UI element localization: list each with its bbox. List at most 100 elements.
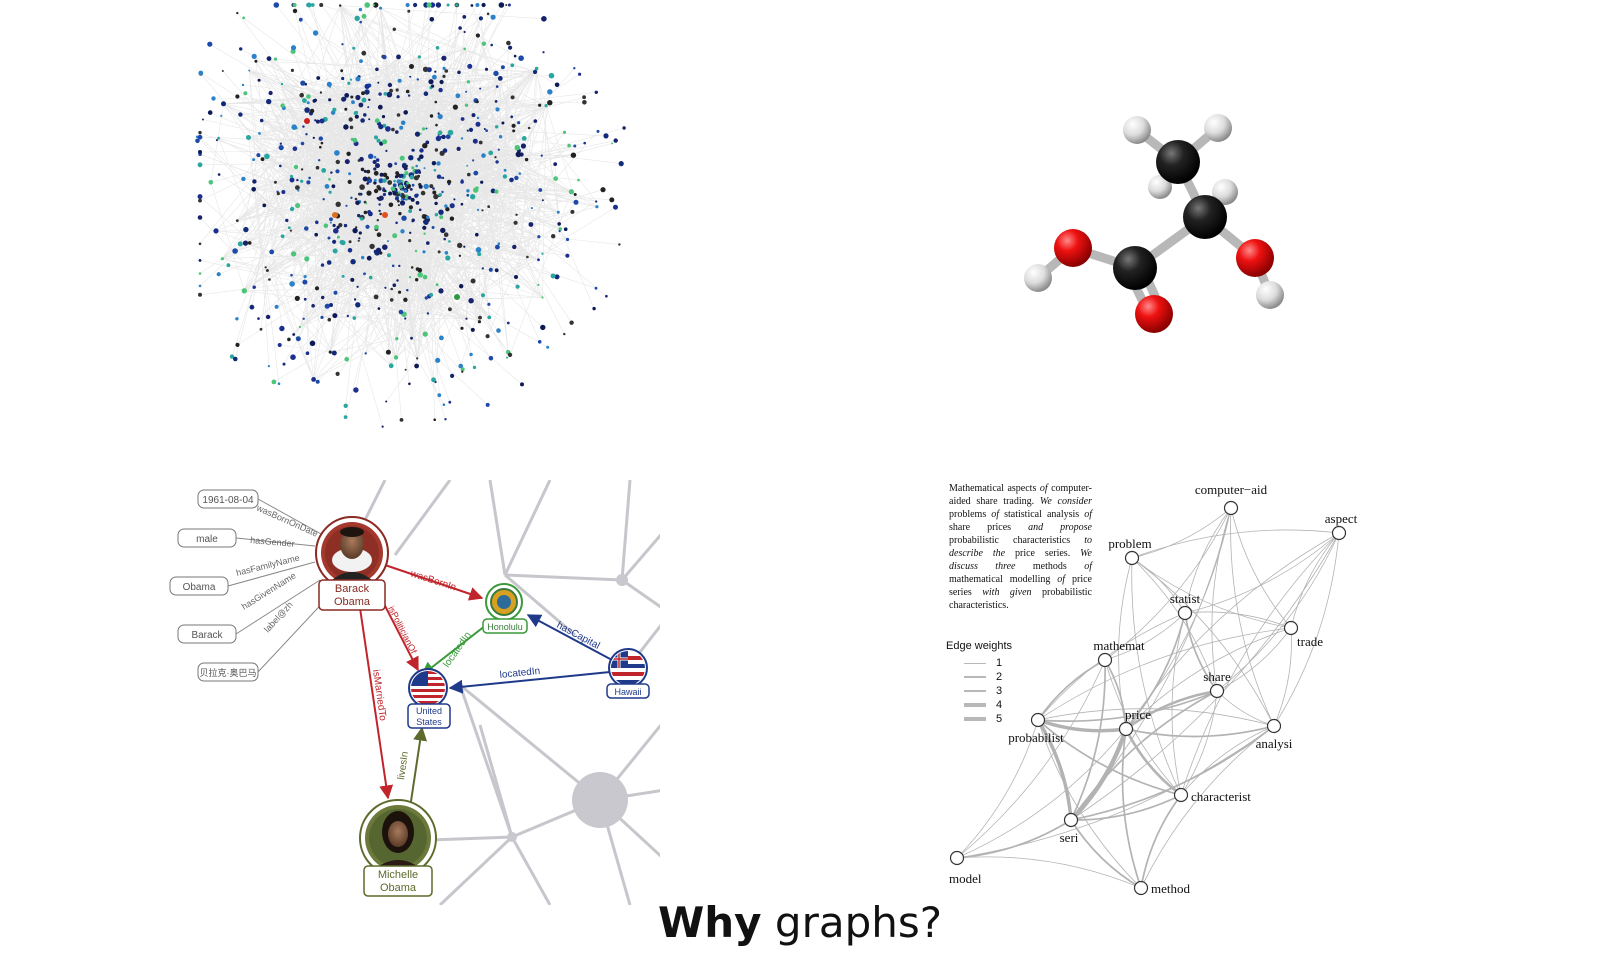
network-node: [415, 267, 420, 271]
network-node: [400, 229, 405, 234]
network-node: [304, 256, 310, 262]
network-node: [541, 252, 544, 255]
network-node: [198, 70, 204, 76]
network-node: [600, 187, 606, 193]
network-node: [409, 231, 412, 234]
svg-text:hasGender: hasGender: [250, 535, 295, 549]
network-node: [273, 180, 277, 184]
network-node: [297, 189, 300, 192]
word-node: [1331, 525, 1347, 541]
network-node: [434, 148, 439, 152]
literal-chinese-label: 贝拉克·奥巴马: [197, 662, 259, 682]
network-node: [450, 373, 455, 378]
network-node: [366, 255, 372, 261]
network-node: [361, 50, 367, 56]
network-node: [379, 172, 384, 177]
network-node: [595, 205, 599, 209]
network-node: [475, 121, 481, 127]
network-node: [258, 132, 261, 135]
edge-was-born-in: [384, 564, 484, 601]
network-node: [432, 190, 437, 195]
network-node: [444, 204, 448, 208]
word-graph-nodes: computer−aidaspectproblemstatisttrademat…: [949, 482, 1358, 896]
network-node: [414, 131, 421, 137]
network-node: [233, 356, 238, 362]
word-graph-edge: [1140, 794, 1182, 889]
network-node: [289, 206, 295, 212]
abstract-run: methods: [1015, 561, 1085, 572]
network-node: [332, 107, 337, 112]
network-node: [497, 76, 503, 81]
network-node: [311, 377, 316, 382]
network-node: [537, 340, 542, 344]
text-graph: Mathematical aspects of computer-aided s…: [935, 470, 1380, 900]
network-node: [373, 170, 379, 176]
network-node: [259, 118, 264, 123]
network-node: [372, 3, 375, 7]
word-graph-edge: [1037, 659, 1106, 721]
network-node: [252, 285, 256, 289]
network-node: [532, 69, 538, 75]
network-node: [348, 117, 353, 122]
network-node: [235, 317, 239, 321]
network-node: [241, 83, 245, 87]
network-node: [547, 100, 553, 106]
network-node: [403, 110, 408, 115]
word-node-label: computer−aid: [1195, 482, 1268, 497]
network-node: [215, 139, 218, 142]
word-node: [1283, 620, 1299, 636]
background-node: [616, 574, 628, 586]
network-node: [437, 132, 440, 135]
network-node: [442, 74, 446, 78]
word-graph-edge: [1125, 725, 1275, 738]
network-node: [530, 207, 533, 210]
network-node: [403, 297, 408, 302]
network-node: [306, 180, 311, 185]
network-node: [548, 72, 555, 79]
network-node: [410, 336, 413, 340]
network-node: [431, 84, 435, 88]
network-node: [422, 274, 428, 280]
network-node: [326, 260, 332, 265]
network-node: [510, 95, 515, 100]
network-node: [396, 179, 402, 184]
network-node: [513, 54, 517, 58]
network-node: [198, 259, 202, 262]
network-node: [422, 66, 429, 73]
network-node: [472, 365, 477, 370]
network-node: [481, 209, 484, 212]
entity-united-states: United States: [407, 668, 451, 729]
network-node: [423, 91, 429, 96]
network-node: [520, 143, 526, 149]
network-node: [319, 145, 322, 149]
network-node: [404, 317, 407, 320]
network-node: [254, 59, 258, 63]
svg-text:1961-08-04: 1961-08-04: [202, 495, 254, 506]
network-node: [426, 2, 432, 8]
network-node: [381, 425, 384, 428]
network-node: [462, 15, 467, 19]
network-node: [389, 298, 394, 302]
network-node: [408, 239, 412, 243]
network-node: [374, 118, 380, 124]
network-node: [268, 90, 273, 96]
network-node: [355, 200, 360, 206]
network-node: [393, 179, 396, 183]
network-node: [405, 164, 408, 168]
network-node: [460, 137, 464, 140]
network-node: [494, 100, 498, 103]
network-node: [425, 127, 428, 130]
oxygen-atom: [1054, 229, 1092, 267]
network-node: [468, 298, 474, 304]
network-node: [398, 309, 404, 315]
literal-given-name: Barack: [177, 624, 237, 644]
literal-edges: [227, 498, 331, 673]
network-node: [309, 340, 316, 347]
network-node: [352, 227, 358, 234]
network-node: [315, 220, 319, 225]
network-node: [557, 222, 561, 226]
network-node: [376, 232, 382, 237]
word-node-label: model: [949, 871, 982, 886]
entity-barack-obama: Barack Obama: [315, 516, 389, 611]
network-node: [506, 40, 511, 46]
